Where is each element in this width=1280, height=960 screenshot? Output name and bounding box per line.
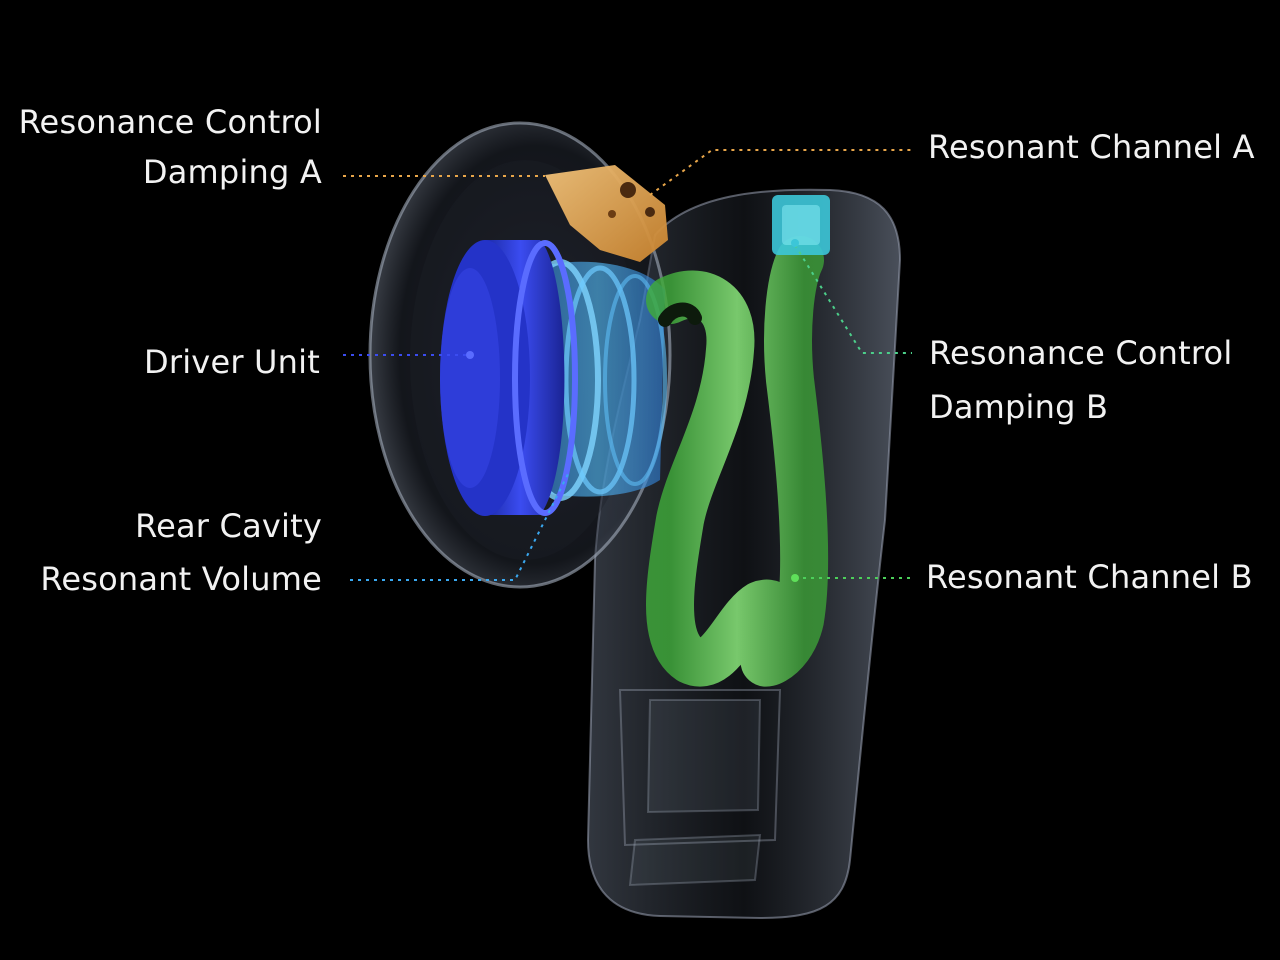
label-line: Resonance Control [929, 334, 1233, 372]
leader-lines [343, 149, 912, 581]
driver-unit [440, 240, 578, 516]
label-line: Damping A [142, 153, 322, 191]
label-resonance-control-damping-b: Resonance Control Damping B [929, 326, 1232, 434]
label-rear-cavity-resonant-volume: Rear Cavity Resonant Volume [40, 500, 322, 606]
label-resonant-channel-b: Resonant Channel B [926, 552, 1253, 602]
label-line: Resonance Control [18, 103, 322, 141]
resonance-control-damping-a [545, 165, 668, 262]
leader-damping-b [794, 244, 912, 354]
label-line: Driver Unit [144, 343, 320, 381]
label-driver-unit: Driver Unit [144, 337, 320, 387]
leader-dots [466, 239, 799, 582]
label-line: Resonant Volume [40, 560, 322, 598]
resonant-channel-b [646, 236, 829, 687]
label-line: Resonant Channel B [926, 558, 1253, 596]
label-resonant-channel-a: Resonant Channel A [928, 122, 1255, 172]
label-line: Rear Cavity [135, 507, 322, 545]
resonance-control-damping-b [772, 195, 830, 255]
label-line: Damping B [929, 388, 1109, 426]
label-line: Resonant Channel A [928, 128, 1255, 166]
label-resonance-control-damping-a: Resonance Control Damping A [19, 97, 322, 197]
leader-channel-a [649, 149, 912, 196]
